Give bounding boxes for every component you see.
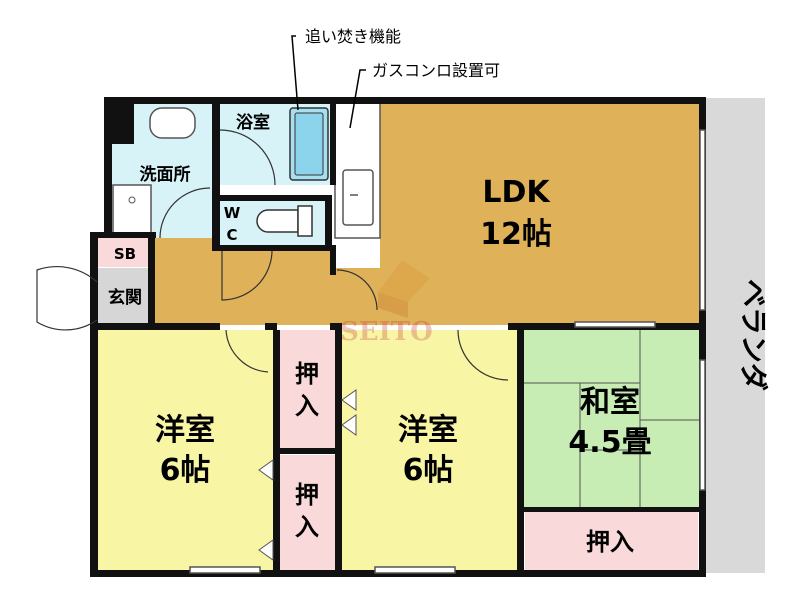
watermark-text: SEITO [340,317,433,347]
sink [342,169,374,226]
western2-size: 6帖 [403,453,454,488]
closet-lower [280,455,335,570]
tatami-lines [523,330,699,508]
japanese-room [523,330,699,508]
ldk-room [380,103,700,325]
ldk-lower-strip [335,268,380,325]
western1-name: 洋室 [155,413,215,448]
washroom-label: 洗面所 [140,164,191,185]
balcony-label: ベランダ [737,279,770,391]
closet-lower-char1: 押 [295,481,319,509]
entrance-label: 玄関 [108,287,142,308]
drain [128,196,136,204]
door-swings [36,129,509,381]
ldk-name: LDK [482,175,551,210]
closet-door-marks [258,389,357,561]
toilet [256,209,299,233]
bath-label: 浴室 [236,112,270,133]
shoe-box [97,237,155,267]
reheat-callout: 追い焚き機能 [305,27,401,46]
western2-name: 洋室 [398,413,458,448]
hallway [155,248,335,325]
western1-size: 6帖 [160,453,211,488]
windows [189,129,706,574]
ldk-size: 12帖 [480,217,552,252]
callout-lines [291,35,366,129]
washbasin [149,107,196,139]
japanese-name: 和室 [580,385,640,420]
western-room-2 [342,330,517,570]
japanese-size: 4.5畳 [568,425,651,460]
wc-label-c: C [226,226,237,244]
western-room-1 [96,330,273,570]
closet-japanese [525,510,698,570]
closet-upper-char2: 入 [295,392,319,420]
gas-stove-callout: ガスコンロ設置可 [372,61,500,80]
entrance [97,268,155,325]
wc-label-w: W [224,204,241,222]
bathtub-inner [294,112,324,176]
watermark-logo: SEITO [340,260,433,347]
closet-japanese-label: 押入 [586,528,634,556]
washing-machine-pan [112,184,152,234]
sb-label: SB [114,245,136,263]
balcony-area [703,98,765,573]
closet-lower-char2: 入 [295,513,319,541]
closet-upper [280,330,335,450]
toilet-tank [297,205,313,237]
closet-upper-char1: 押 [295,360,319,388]
